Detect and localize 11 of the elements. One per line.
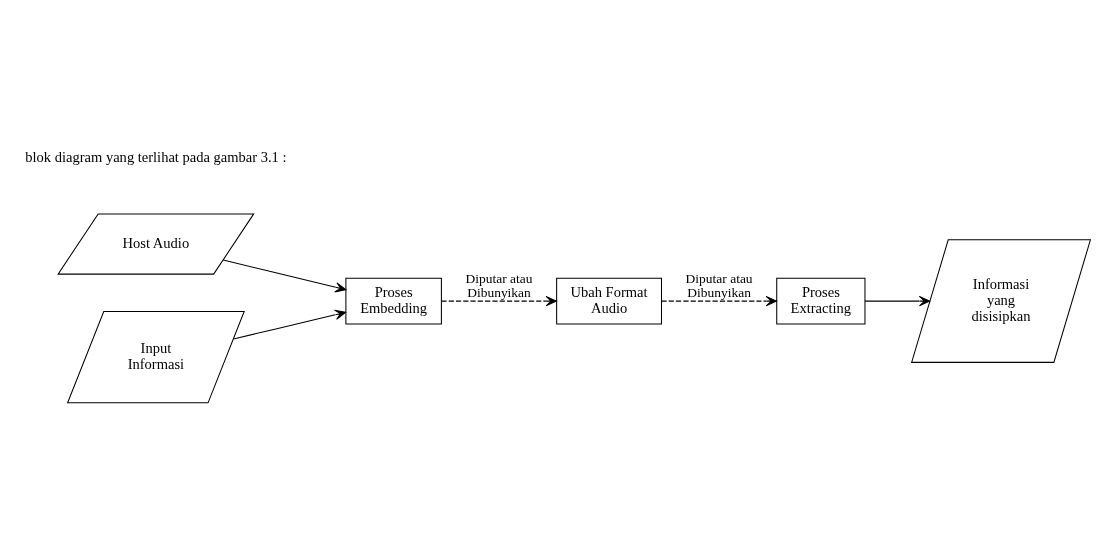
arrow — [441, 295, 557, 306]
edge-label: Diputar atau Dibunyikan — [685, 270, 753, 300]
arrow — [661, 295, 778, 306]
node-box: Proses Embedding — [345, 277, 442, 324]
node-box: Ubah Format Audio — [556, 277, 662, 324]
label: blok diagram yang terlihat pada gambar 3.1 : — [25, 148, 287, 165]
arrow — [232, 309, 347, 339]
arrow — [864, 295, 931, 306]
arrow — [222, 259, 347, 292]
edge-label: Diputar atau Dibunyikan — [465, 270, 533, 300]
node-box: Proses Extracting — [776, 277, 866, 324]
